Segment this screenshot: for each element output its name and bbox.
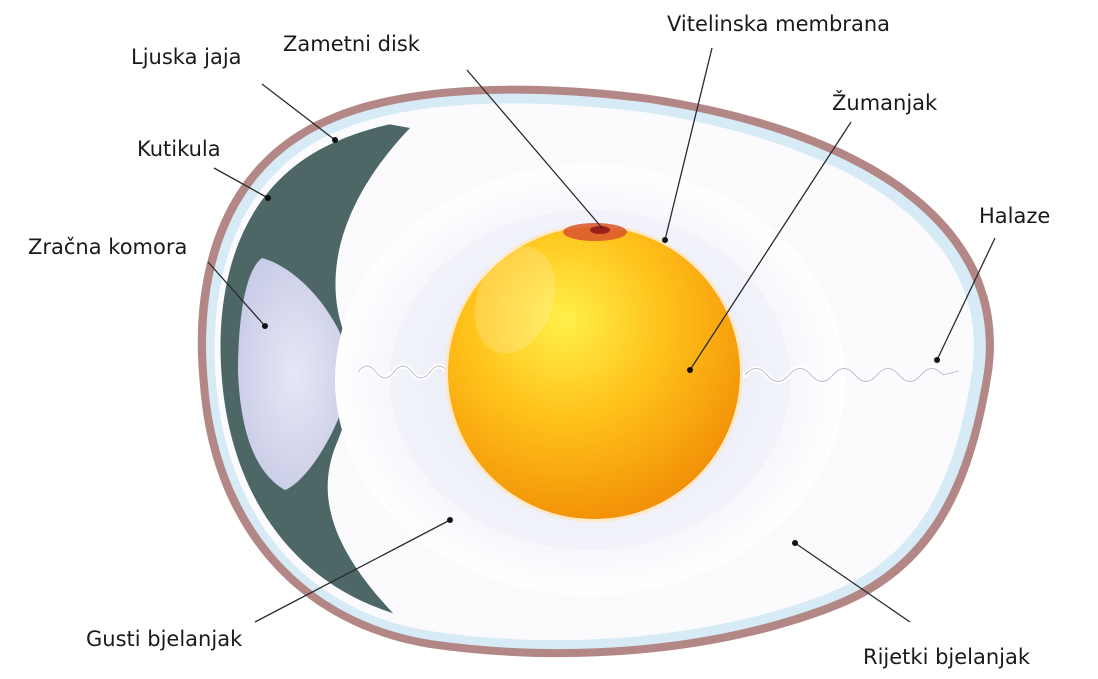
- label-zracna-komora: Zračna komora: [28, 235, 187, 259]
- dot-kutikula: [265, 195, 271, 201]
- label-vitelinska-membrana: Vitelinska membrana: [667, 12, 890, 36]
- label-kutikula: Kutikula: [137, 137, 221, 161]
- dot-rijetki-bjelanjak: [792, 540, 798, 546]
- dot-zracna-komora: [262, 323, 268, 329]
- dot-halaze: [934, 357, 940, 363]
- dot-gusti-bjelanjak: [447, 517, 453, 523]
- dot-vitelinska-membrana: [662, 237, 668, 243]
- label-zametni-disk: Zametni disk: [283, 32, 421, 56]
- label-ljuska-jaja: Ljuska jaja: [131, 45, 242, 69]
- dot-ljuska-jaja: [332, 137, 338, 143]
- label-gusti-bjelanjak: Gusti bjelanjak: [86, 627, 243, 651]
- label-zumanjak: Žumanjak: [832, 90, 938, 115]
- germinal-disc-center: [590, 226, 610, 234]
- label-rijetki-bjelanjak: Rijetki bjelanjak: [863, 645, 1031, 669]
- dot-zumanjak: [687, 367, 693, 373]
- label-halaze: Halaze: [979, 204, 1050, 228]
